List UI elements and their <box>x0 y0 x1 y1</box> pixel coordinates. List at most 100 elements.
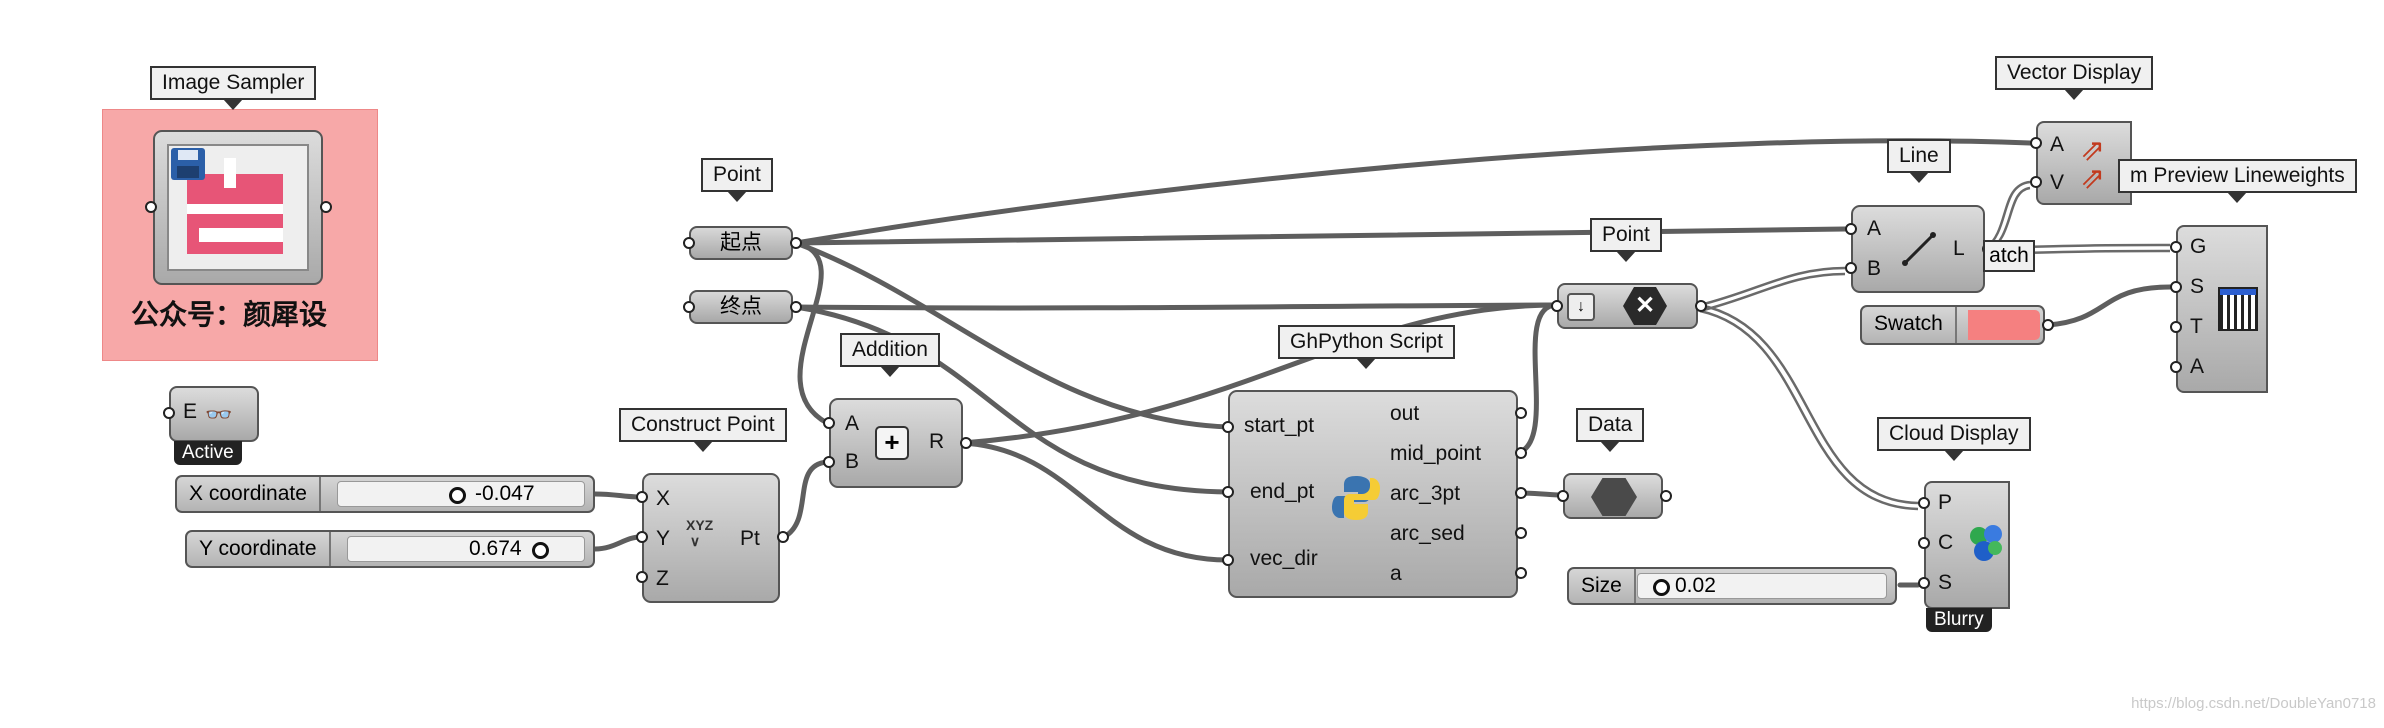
preview-input-a: A <box>2190 355 2205 378</box>
cp-port-z[interactable] <box>636 571 648 583</box>
image-sampler-output-port[interactable] <box>320 201 332 213</box>
construct-point-node[interactable]: X Y Z Pt XYZ ∨ <box>642 473 780 603</box>
wire-r-to-vecdir[interactable] <box>960 440 1231 563</box>
wire-mid-to-point[interactable] <box>1515 302 1560 456</box>
point-out-node[interactable]: ↓ ✕ <box>1557 283 1698 329</box>
line-port-b[interactable] <box>1845 262 1857 274</box>
line-port-a[interactable] <box>1845 223 1857 235</box>
preview-input-s: S <box>2190 275 2205 298</box>
wire-point-to-cloud[interactable] <box>1699 303 1919 505</box>
preview-port-a[interactable] <box>2170 361 2182 373</box>
preview-port-t[interactable] <box>2170 321 2182 333</box>
gh-port-arc-3pt[interactable] <box>1515 487 1527 499</box>
ghpython-node[interactable]: start_pt end_pt vec_dir out mid_point ar… <box>1228 390 1518 598</box>
gh-port-start-pt[interactable] <box>1222 421 1234 433</box>
size-slider[interactable]: Size 0.02 <box>1567 567 1897 605</box>
image-sampler-caption: 公众号：颜犀设 <box>131 299 328 330</box>
construct-point-title: Construct Point <box>619 408 787 452</box>
python-icon <box>1332 476 1380 520</box>
line-input-b: B <box>1867 257 1882 280</box>
wire-start-to-vector-a[interactable] <box>793 138 2033 246</box>
hexagon-icon <box>1591 478 1637 516</box>
cloud-display-node[interactable]: P C S <box>1924 481 2010 609</box>
wire-swatch-to-preview[interactable] <box>2045 284 2173 328</box>
size-slider-track[interactable] <box>1637 573 1887 599</box>
gh-output-out: out <box>1390 402 1420 425</box>
cp-port-pt[interactable] <box>777 531 789 543</box>
swatch-out-port[interactable] <box>2042 319 2054 331</box>
cloud-port-c[interactable] <box>1918 537 1930 549</box>
preview-node[interactable]: G S T A <box>2176 225 2268 393</box>
preview-port-s[interactable] <box>2170 281 2182 293</box>
point-out-out[interactable] <box>1695 300 1707 312</box>
wire-end-to-point[interactable] <box>793 302 1560 311</box>
point-end-in[interactable] <box>683 301 695 313</box>
cp-input-y: Y <box>656 527 671 550</box>
active-input-port[interactable] <box>163 407 175 419</box>
cloud-port-s[interactable] <box>1918 577 1930 589</box>
line-input-a: A <box>1867 217 1882 240</box>
point-start-out[interactable] <box>790 237 802 249</box>
gh-port-a[interactable] <box>1515 567 1527 579</box>
image-sampler-node[interactable] <box>153 130 323 285</box>
wire-start-to-add-a[interactable] <box>793 240 830 426</box>
gh-port-end-pt[interactable] <box>1222 486 1234 498</box>
active-display-node[interactable]: E 👓 <box>169 386 259 442</box>
point-out-in[interactable] <box>1551 300 1563 312</box>
cp-port-y[interactable] <box>636 531 648 543</box>
vector-port-a[interactable] <box>2030 137 2042 149</box>
cloud-port-p[interactable] <box>1918 497 1930 509</box>
vector-port-v[interactable] <box>2030 176 2042 188</box>
gh-output-arc-sed: arc_sed <box>1390 522 1465 545</box>
point-start-chip[interactable]: 起点 <box>689 226 793 260</box>
swatch-overlap-label: atch <box>1983 240 2035 272</box>
vector-display-node[interactable]: A V ⇗⇗ <box>2036 121 2132 205</box>
gh-port-arc-sed[interactable] <box>1515 527 1527 539</box>
addition-node[interactable]: A B R + <box>829 398 963 488</box>
point-end-chip[interactable]: 终点 <box>689 290 793 324</box>
swatch-color[interactable] <box>1968 310 2040 340</box>
wire-pt-to-add-b[interactable] <box>781 459 830 540</box>
point-start-in[interactable] <box>683 237 695 249</box>
line-node[interactable]: A B L <box>1851 205 1985 293</box>
y-slider-name: Y coordinate <box>187 532 331 566</box>
wire-line-to-vector-v[interactable] <box>1985 180 2031 249</box>
y-slider-knob[interactable] <box>532 542 549 559</box>
image-sampler-input-port[interactable] <box>145 201 157 213</box>
x-coordinate-slider[interactable]: X coordinate -0.047 <box>175 475 595 513</box>
y-slider-track[interactable] <box>347 536 585 562</box>
swatch-name: Swatch <box>1862 307 1957 343</box>
preview-port-g[interactable] <box>2170 241 2182 253</box>
gh-port-mid-point[interactable] <box>1515 447 1527 459</box>
cp-port-x[interactable] <box>636 491 648 503</box>
wire-point-to-line-b[interactable] <box>1699 266 1846 307</box>
wire-start-to-startpt[interactable] <box>793 240 1231 430</box>
swatch-node[interactable]: Swatch <box>1860 305 2045 345</box>
gh-port-vec-dir[interactable] <box>1222 554 1234 566</box>
preview-input-g: G <box>2190 235 2207 258</box>
addition-port-a[interactable] <box>823 417 835 429</box>
wire-r-to-point[interactable] <box>960 302 1560 446</box>
vector-arrows-icon: ⇗⇗ <box>2080 134 2106 195</box>
data-in[interactable] <box>1557 490 1569 502</box>
gh-port-out[interactable] <box>1515 407 1527 419</box>
line-output-l: L <box>1953 237 1965 260</box>
addition-input-b: B <box>845 450 860 473</box>
preview-title: m Preview Lineweights <box>2118 159 2357 203</box>
x-slider-knob[interactable] <box>449 487 466 504</box>
line-title: Line <box>1887 139 1951 183</box>
wire-end-to-endpt[interactable] <box>793 304 1231 495</box>
size-slider-knob[interactable] <box>1653 579 1670 596</box>
addition-port-b[interactable] <box>823 456 835 468</box>
cloud-badge: Blurry <box>1926 608 1992 632</box>
wire-x-to-cp[interactable] <box>592 491 643 500</box>
point-end-out[interactable] <box>790 301 802 313</box>
y-coordinate-slider[interactable]: Y coordinate 0.674 <box>185 530 595 568</box>
cloud-input-p: P <box>1938 491 1953 514</box>
data-node[interactable] <box>1563 473 1663 519</box>
addition-port-r[interactable] <box>960 437 972 449</box>
wire-start-to-line-a[interactable] <box>793 226 1848 246</box>
wire-y-to-cp[interactable] <box>592 534 643 552</box>
data-out[interactable] <box>1660 490 1672 502</box>
